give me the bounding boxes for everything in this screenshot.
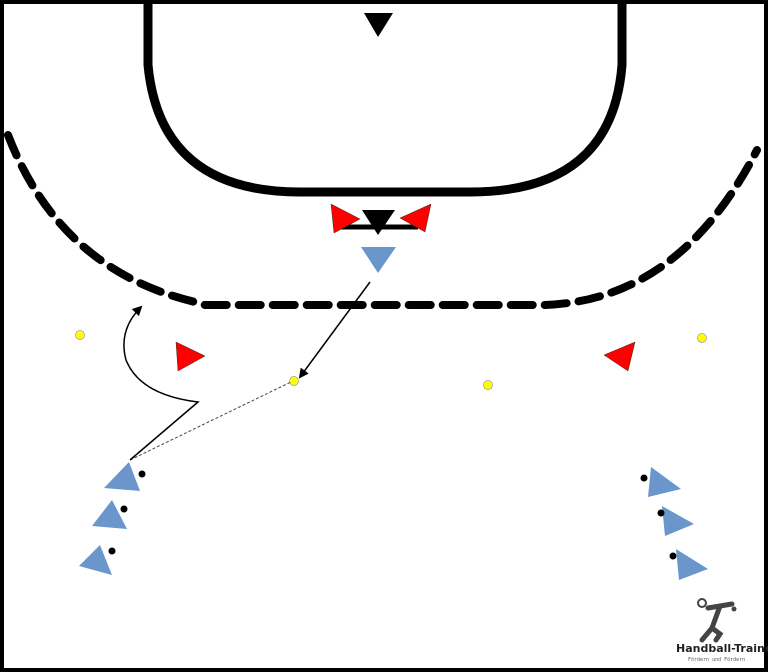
defender xyxy=(399,203,432,233)
goal-area-line xyxy=(143,4,627,197)
ball xyxy=(697,333,707,343)
player-ball-dot xyxy=(640,474,648,482)
goalkeeper-bottom xyxy=(362,210,395,235)
attacker xyxy=(79,545,112,575)
ball xyxy=(75,330,85,340)
run-arrow-wing xyxy=(123,305,200,461)
attacker xyxy=(92,500,127,529)
attacker-pivot xyxy=(361,247,396,273)
player-ball-dot xyxy=(138,470,146,478)
ball xyxy=(289,376,299,386)
logo-title: Handball-Trainer xyxy=(676,642,768,655)
goalkeeper-top xyxy=(364,13,393,37)
free-throw-line xyxy=(4,131,761,309)
attacker xyxy=(648,467,681,497)
handball-player-icon xyxy=(697,598,737,643)
player-ball-dot xyxy=(120,505,128,513)
defender xyxy=(330,203,361,234)
player-ball-dot xyxy=(108,547,116,555)
attacker xyxy=(104,462,140,491)
player-ball-dot xyxy=(657,509,665,517)
court-floor xyxy=(4,4,764,668)
player-ball-dot xyxy=(669,552,677,560)
attacker xyxy=(676,549,708,580)
run-arrow-pivot xyxy=(298,281,371,379)
attacker xyxy=(662,506,694,536)
defender xyxy=(175,341,206,372)
logo-subtitle: Fördern und Fördern xyxy=(688,657,746,663)
ball xyxy=(483,380,493,390)
defender xyxy=(603,341,636,372)
